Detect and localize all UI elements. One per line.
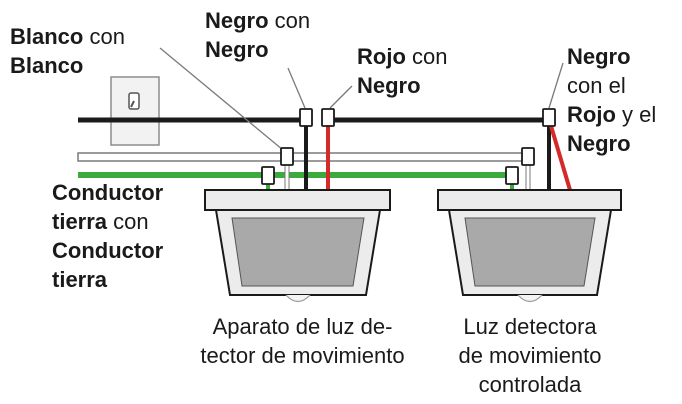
label-text: y el [615,102,657,127]
connector-ground-left [261,166,275,185]
label-text: tierra [52,267,108,292]
label-text: Negro [357,73,421,98]
pointer-negro [287,67,306,109]
pointer-blanco [159,47,284,151]
white-wire [77,152,527,162]
caption-right-fixture: Luz detectora de movimiento controlada [430,312,630,399]
caption-line: controlada [478,372,582,397]
label-text: con [107,209,149,234]
connector-ground-right [505,166,519,185]
label-text: con [83,24,125,49]
label-text: Rojo [567,102,616,127]
right-fixture [437,189,622,303]
label-text: con el [567,73,626,98]
label-text: Negro [205,8,269,33]
label-text: tierra [52,209,108,234]
label-negro-con-negro: Negro con Negro [205,6,310,64]
label-text: Blanco [10,24,84,49]
label-text: Negro [567,131,631,156]
label-text: con [405,44,448,69]
label-text: con [268,8,311,33]
label-negro-rojo-negro: Negro con el Rojo y el Negro [567,42,656,158]
connector-white-right [521,147,535,166]
caption-line: tector de movimiento [200,343,405,368]
light-switch [110,76,160,146]
label-conductor-tierra: Conductor tierra con Conductor tierra [52,178,163,294]
caption-left-fixture: Aparato de luz de- tector de movimiento [180,312,425,370]
left-fixture [204,189,391,303]
label-rojo-con-negro: Rojo con Negro [357,42,447,100]
label-text: Conductor [52,180,164,205]
pointer-negro-rojo [548,62,564,109]
connector-black-red-black [542,108,556,127]
label-text: Negro [567,44,631,69]
label-text: Blanco [10,53,84,78]
connector-white-white [280,147,294,166]
connector-red-black [321,108,335,127]
label-blanco-con-blanco: Blanco con Blanco [10,22,125,80]
label-text: Negro [205,37,269,62]
label-text: Conductor [52,238,164,263]
caption-line: de movimiento [458,343,602,368]
pointer-rojo [329,85,353,109]
connector-black-black [299,108,313,127]
caption-line: Aparato de luz de- [212,314,393,339]
right-red-drop [549,125,572,191]
caption-line: Luz detectora [463,314,597,339]
label-text: Rojo [357,44,406,69]
